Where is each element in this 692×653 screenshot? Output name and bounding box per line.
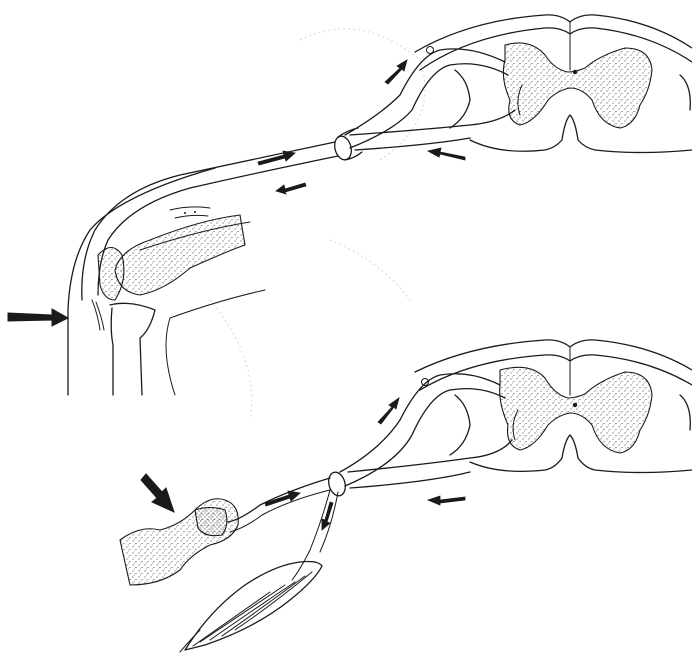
ventral-root-lower bbox=[348, 395, 512, 488]
upper-reflex-panel bbox=[8, 15, 692, 395]
tap-arrow bbox=[8, 309, 68, 326]
sensory-nerve-lower bbox=[228, 478, 330, 532]
grey-matter-upper bbox=[503, 43, 652, 128]
dorsal-root-upper bbox=[345, 47, 508, 149]
spinal-cord-upper bbox=[415, 15, 692, 153]
patellar-tendon-lines bbox=[92, 300, 104, 330]
lower-reflex-panel bbox=[120, 340, 692, 652]
quadriceps-receptor bbox=[170, 207, 210, 218]
tibia-bone bbox=[110, 303, 155, 395]
ventral-root-upper bbox=[350, 70, 515, 150]
skin-patch bbox=[120, 499, 238, 585]
skeletal-muscle bbox=[180, 562, 322, 653]
dorsal-root-lower bbox=[340, 374, 505, 486]
signal-arrows-upper bbox=[258, 60, 465, 194]
signal-arrows-lower bbox=[265, 398, 465, 530]
patella bbox=[98, 248, 124, 301]
paper-bleed-through bbox=[210, 29, 425, 420]
femur-bone bbox=[115, 215, 245, 295]
stimulus-arrow bbox=[141, 474, 174, 512]
spinal-cord-lower bbox=[415, 340, 692, 473]
grey-matter-lower bbox=[500, 367, 652, 453]
